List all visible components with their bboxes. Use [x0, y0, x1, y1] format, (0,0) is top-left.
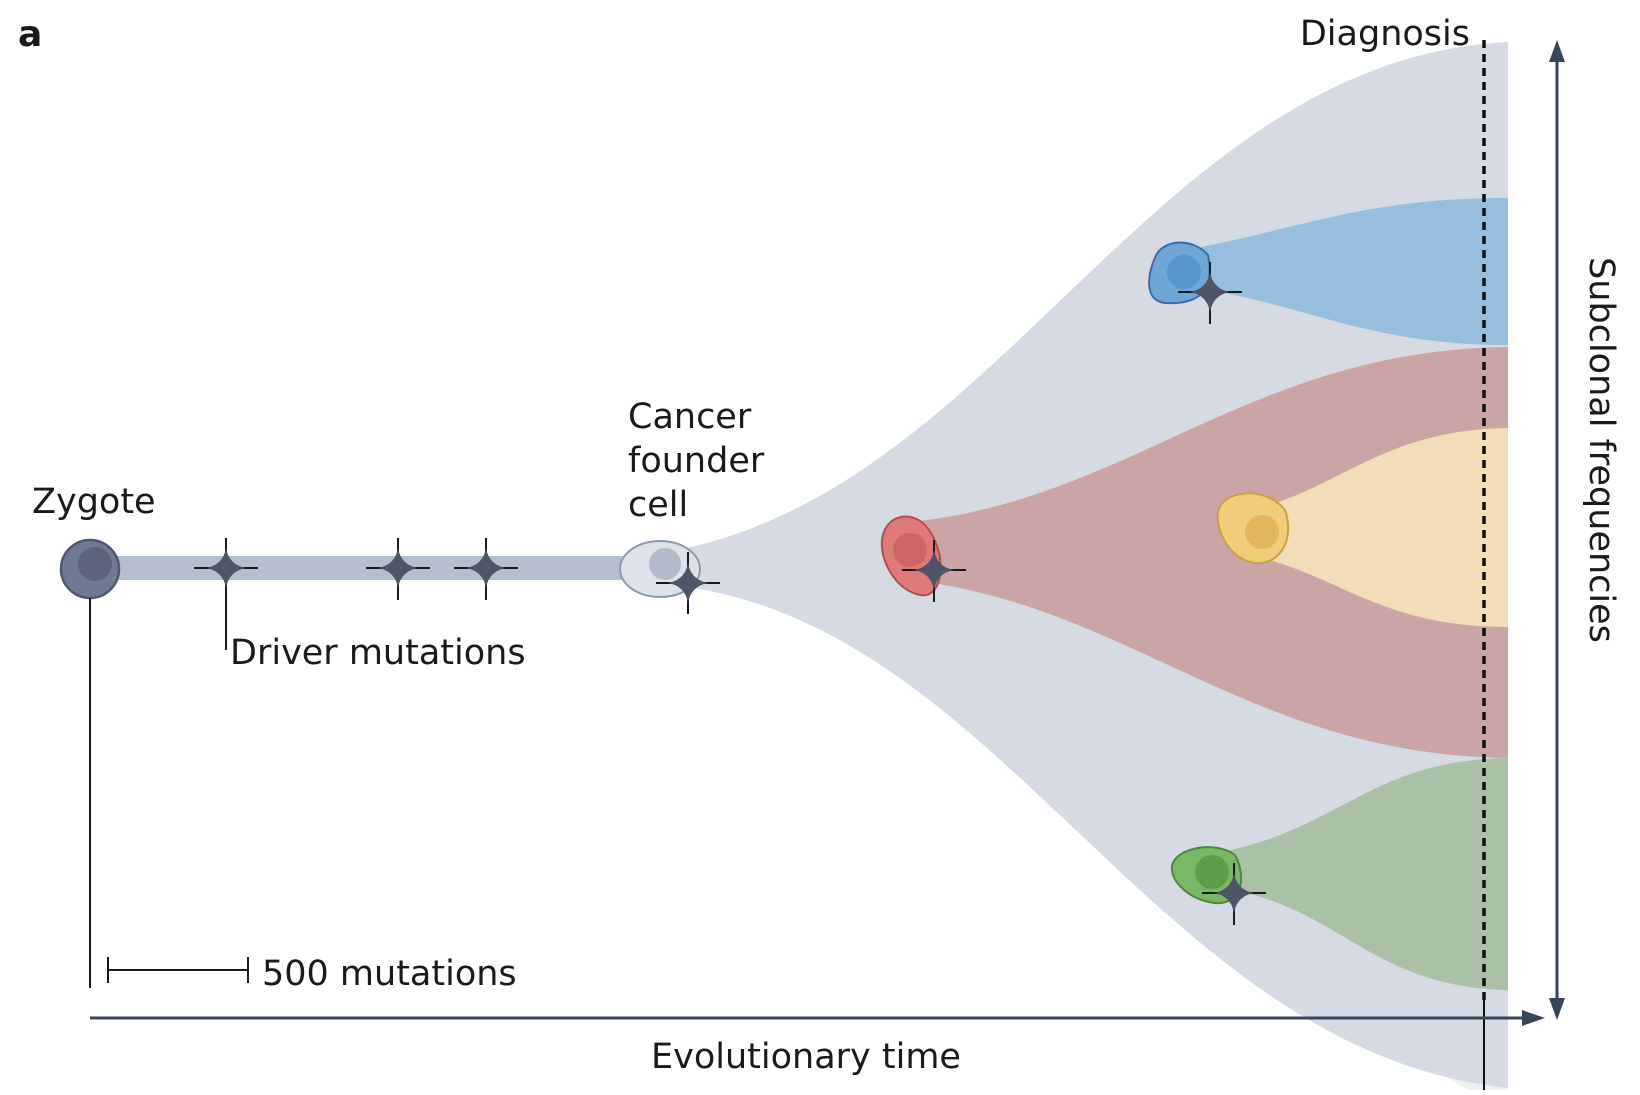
founder-nucleus — [649, 548, 681, 580]
red-nucleus — [893, 533, 927, 567]
founder-label-line3: cell — [628, 485, 688, 525]
scale-bar-label: 500 mutations — [262, 954, 517, 994]
founder-label-line1: Cancer — [628, 397, 752, 437]
subclone-green-band — [1220, 758, 1508, 990]
green-nucleus — [1195, 855, 1229, 889]
founder-mutation-star — [656, 552, 720, 614]
founder-label-line2: founder — [628, 441, 765, 481]
zygote-label: Zygote — [32, 482, 156, 522]
driver-mutation-star-3 — [454, 538, 518, 600]
blue-subclone-mutation-star — [1178, 262, 1242, 324]
y-axis-label: Subclonal frequencies — [1581, 257, 1621, 643]
driver-mutation-star-1 — [194, 538, 258, 600]
subclone-yellow-band — [1250, 428, 1508, 627]
blue-nucleus — [1167, 255, 1201, 289]
red-subclone-mutation-star — [902, 540, 966, 602]
driver-mutation-star-2 — [366, 538, 430, 600]
diagnosis-label: Diagnosis — [1300, 14, 1470, 54]
zygote-nucleus — [78, 547, 112, 581]
y-axis-arrow — [1549, 40, 1565, 1020]
scale-bar — [107, 957, 249, 983]
driver-mutations-label: Driver mutations — [230, 633, 526, 673]
subclone-red-band — [910, 347, 1508, 758]
yellow-nucleus — [1245, 515, 1279, 549]
x-axis-label: Evolutionary time — [651, 1037, 961, 1077]
green-subclone-mutation-star — [1202, 863, 1266, 925]
x-axis-arrow — [90, 1010, 1545, 1026]
panel-label: a — [18, 14, 42, 55]
subclone-blue-band — [1175, 198, 1508, 345]
